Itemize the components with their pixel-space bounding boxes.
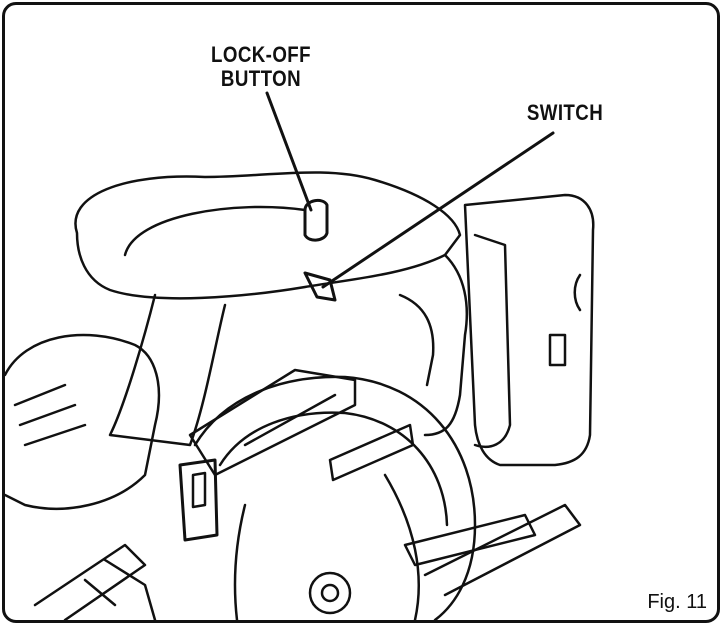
switch-leader-line: [321, 131, 555, 289]
lock-off-leader-line: [265, 91, 313, 212]
lock-off-label-line1: LOCK-OFF: [210, 42, 312, 67]
figure-label: Fig. 11: [647, 591, 707, 613]
base-side: [403, 513, 537, 567]
handle-inner-curve: [123, 205, 307, 257]
lock-off-button-label: LOCK-OFF BUTTON: [202, 43, 321, 91]
blade-guard-inner: [218, 411, 449, 527]
front-lever: [178, 458, 219, 542]
handle-grip-body: [108, 293, 227, 447]
nameplate: [328, 423, 415, 482]
motor-housing: [5, 333, 161, 510]
battery-notch: [573, 273, 582, 312]
dust-chute: [83, 558, 157, 620]
guard-cap-detail: [243, 393, 337, 447]
motor-vents: [13, 383, 87, 447]
handle-bridge: [423, 253, 469, 437]
saw-illustration: [5, 91, 595, 620]
switch-label: SWITCH: [526, 100, 604, 125]
base-shoe-rail: [423, 503, 582, 597]
battery-outline: [463, 193, 595, 467]
base-shoe: [33, 543, 147, 620]
lock-off-label-line2: BUTTON: [220, 66, 302, 91]
arbor-washer: [308, 571, 352, 615]
handle-bridge-inner: [398, 293, 435, 387]
rear-handle-outline: [74, 171, 462, 300]
arbor-bolt: [320, 583, 340, 603]
front-lever-slot: [191, 471, 207, 509]
switch-shape: [303, 271, 337, 302]
lock-off-button-shape: [303, 198, 329, 242]
battery-latch: [548, 333, 567, 367]
blade-edge: [383, 473, 420, 620]
battery-inner: [473, 233, 512, 449]
blade-edge-2: [233, 503, 247, 620]
